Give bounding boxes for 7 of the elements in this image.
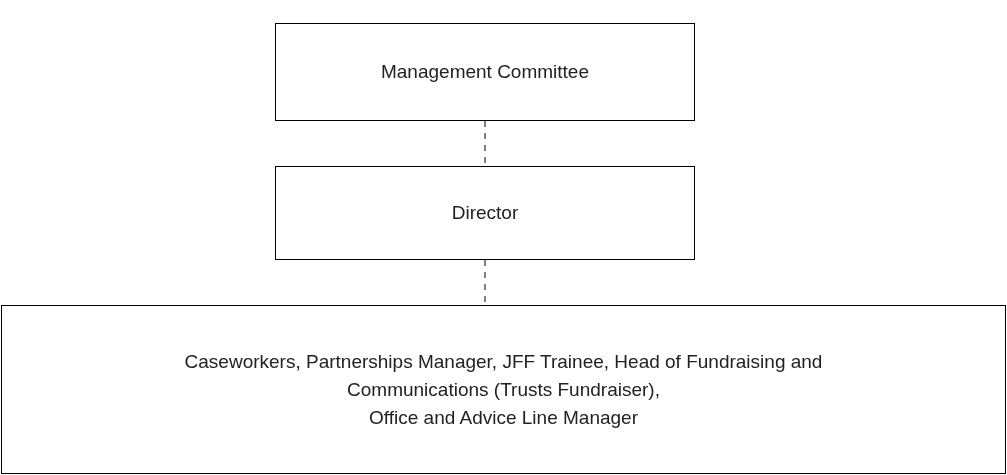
role-text: Director xyxy=(451,201,519,225)
role-text: Caseworkers, Partnerships Manager, JFF Trainee, Head of Fundraising and Communications (Trusts Fundraiser), xyxy=(183,349,824,402)
role-box xyxy=(1,305,1006,474)
role-box xyxy=(275,23,695,121)
role-text: Management Committee xyxy=(380,60,589,84)
role-box xyxy=(275,166,695,260)
role-text: Office and Advice Line Manager xyxy=(369,405,638,430)
